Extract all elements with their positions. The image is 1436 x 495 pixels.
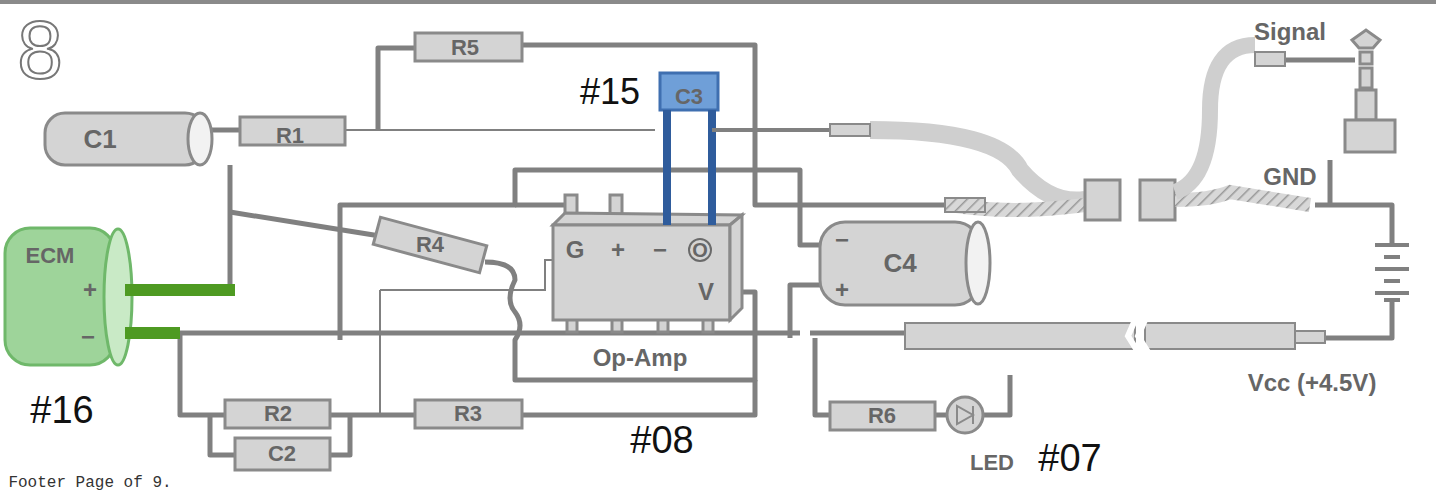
callout-number: #08 (630, 421, 693, 459)
pin-name: − (653, 238, 667, 262)
pin-name: O (692, 240, 708, 260)
part-name: ECM (26, 245, 75, 267)
pin-name: + (83, 278, 97, 302)
signal-name: Signal (1254, 20, 1326, 44)
part-name: Op-Amp (593, 346, 688, 370)
part-name: R6 (868, 405, 896, 427)
part-name: C3 (675, 86, 703, 108)
part-name: R5 (451, 37, 479, 59)
part-name: C1 (83, 126, 116, 152)
pin-name: − (835, 228, 849, 252)
part-name: C4 (883, 250, 916, 276)
pin-name: + (835, 278, 849, 302)
signal-name: GND (1263, 165, 1316, 189)
footer-note: Footer Page of 9. (8, 475, 171, 491)
part-name: LED (970, 452, 1014, 474)
pin-name: − (81, 325, 95, 349)
pin-name: G (566, 238, 585, 262)
pin-name: + (611, 238, 625, 262)
page-number: 8 (17, 9, 63, 91)
part-name: R1 (276, 125, 304, 147)
part-name: R2 (264, 403, 292, 425)
callout-number: #15 (580, 74, 640, 110)
part-name: R4 (416, 234, 444, 256)
pin-name: V (698, 280, 714, 304)
signal-name: Vcc (+4.5V) (1248, 371, 1377, 395)
part-name: C2 (268, 443, 296, 465)
part-name: R3 (454, 403, 482, 425)
callout-number: #07 (1038, 439, 1101, 477)
callout-number: #16 (30, 391, 93, 429)
